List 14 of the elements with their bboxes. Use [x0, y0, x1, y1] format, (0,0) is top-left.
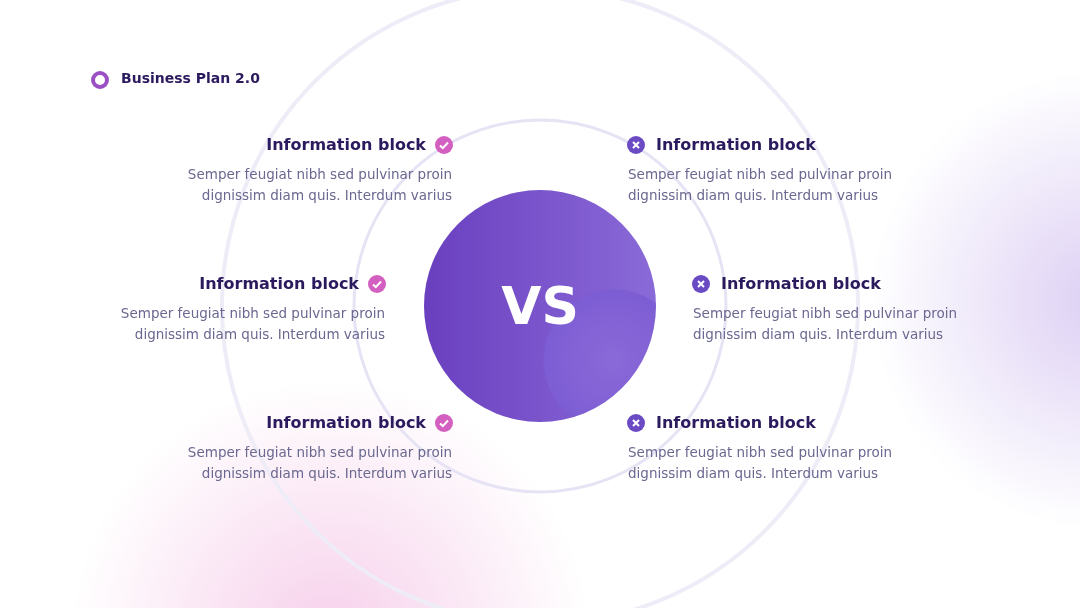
block-heading: Information block [656, 413, 816, 432]
block-description: Semper feugiat nibh sed pulvinar proin dignissim diam quis. Interdum varius [186, 165, 452, 205]
vs-text: VS [500, 275, 580, 338]
slide-title: Business Plan 2.0 [121, 70, 260, 86]
block-heading: Information block [199, 274, 359, 293]
block-description: Semper feugiat nibh sed pulvinar proin dignissim diam quis. Interdum varius [628, 165, 894, 205]
block-heading: Information block [656, 135, 816, 154]
block-heading: Information block [721, 274, 881, 293]
block-heading: Information block [266, 135, 426, 154]
block-description: Semper feugiat nibh sed pulvinar proin dignissim diam quis. Interdum varius [186, 443, 452, 483]
block-description: Semper feugiat nibh sed pulvinar proin dignissim diam quis. Interdum varius [693, 304, 959, 344]
block-description: Semper feugiat nibh sed pulvinar proin dignissim diam quis. Interdum varius [119, 304, 385, 344]
block-heading: Information block [266, 413, 426, 432]
block-description: Semper feugiat nibh sed pulvinar proin dignissim diam quis. Interdum varius [628, 443, 894, 483]
